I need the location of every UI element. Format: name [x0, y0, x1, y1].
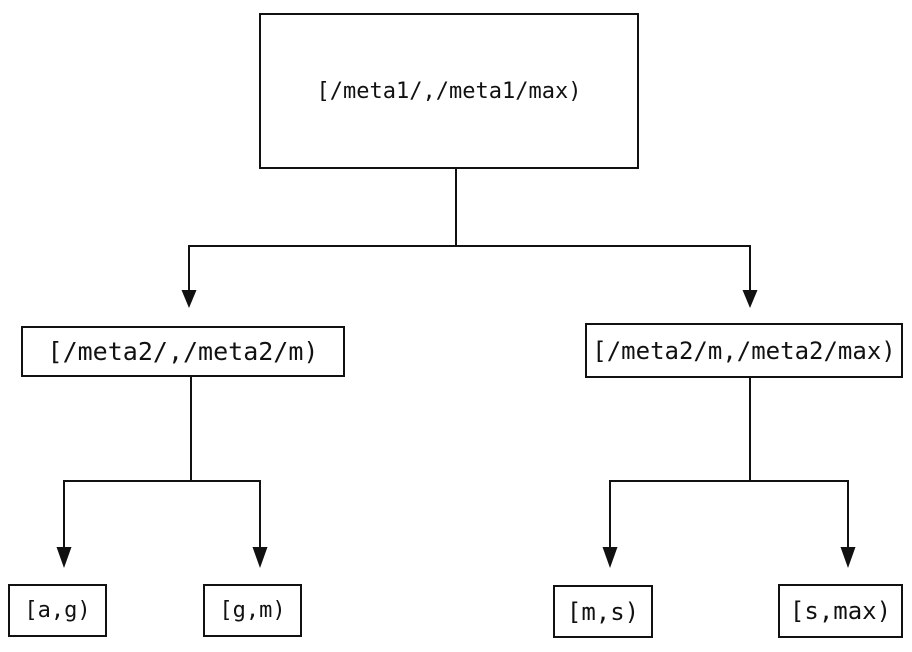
arrowhead-down-icon — [56, 547, 72, 568]
tree-node-meta2-low: [/meta2/,/meta2/m) — [21, 326, 345, 377]
arrowhead-down-icon — [181, 290, 197, 308]
edge-meta2high-to-leaves — [602, 378, 856, 568]
edge-meta2low-to-leaves — [56, 377, 268, 568]
arrowhead-down-icon — [840, 547, 856, 568]
tree-node-root: [/meta1/,/meta1/max) — [259, 13, 639, 169]
arrowhead-down-icon — [252, 547, 268, 568]
tree-node-leaf-gm: [g,m) — [203, 584, 302, 637]
edge-root-to-level2 — [181, 169, 758, 308]
node-label: [/meta2/,/meta2/m) — [47, 337, 319, 366]
node-label: [s,max) — [789, 597, 892, 625]
node-label: [a,g) — [24, 598, 91, 623]
tree-node-meta2-high: [/meta2/m,/meta2/max) — [585, 323, 903, 378]
arrowhead-down-icon — [742, 290, 758, 308]
node-label: [/meta1/,/meta1/max) — [316, 78, 582, 104]
arrowhead-down-icon — [602, 547, 618, 568]
tree-node-leaf-ms: [m,s) — [553, 585, 653, 638]
node-label: [/meta2/m,/meta2/max) — [592, 336, 896, 365]
node-label: [m,s) — [566, 597, 640, 626]
node-label: [g,m) — [219, 598, 286, 623]
tree-node-leaf-smax: [s,max) — [778, 584, 903, 638]
tree-node-leaf-ag: [a,g) — [8, 584, 107, 637]
